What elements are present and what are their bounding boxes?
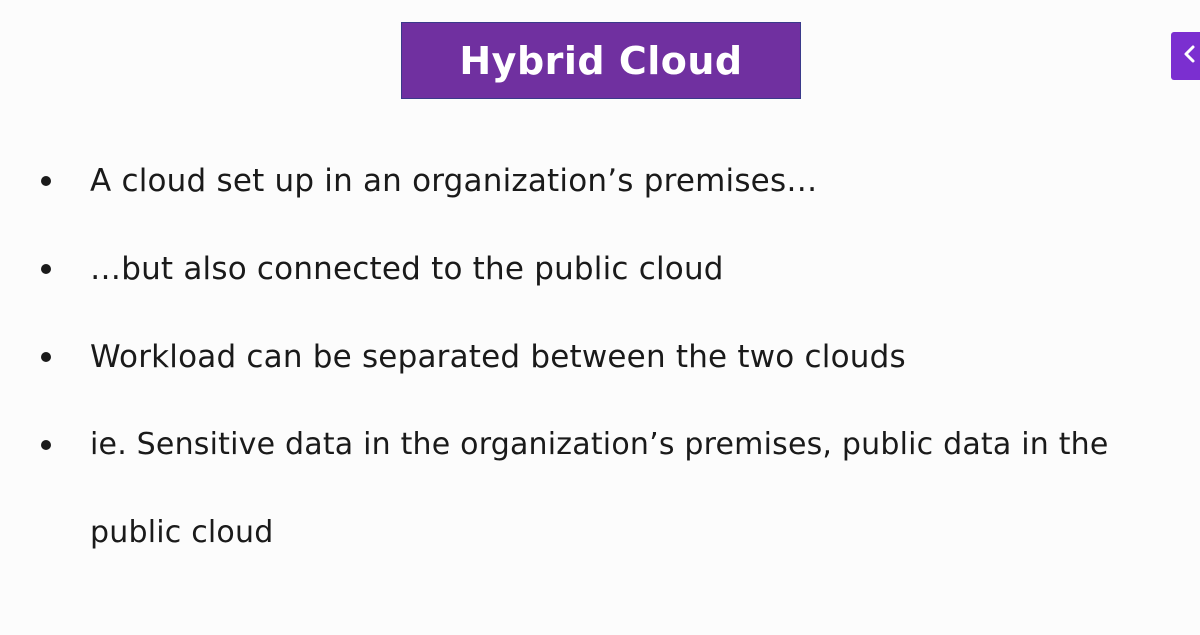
slide-nav-tab[interactable] bbox=[1171, 32, 1200, 80]
bullet-text: Workload can be separated between the tw… bbox=[90, 339, 906, 375]
slide-title: Hybrid Cloud bbox=[459, 38, 743, 83]
bullet-marker bbox=[41, 264, 51, 274]
bullet-marker bbox=[41, 176, 51, 186]
bullet-text: …but also connected to the public cloud bbox=[90, 251, 724, 287]
chevron-left-icon[interactable] bbox=[1181, 43, 1199, 69]
slide-title-box: Hybrid Cloud bbox=[401, 22, 801, 99]
bullet-marker bbox=[41, 440, 51, 450]
bullet-marker bbox=[41, 352, 51, 362]
bullet-text: A cloud set up in an organization’s prem… bbox=[90, 163, 818, 199]
bullet-text: ie. Sensitive data in the organization’s… bbox=[90, 427, 1109, 550]
